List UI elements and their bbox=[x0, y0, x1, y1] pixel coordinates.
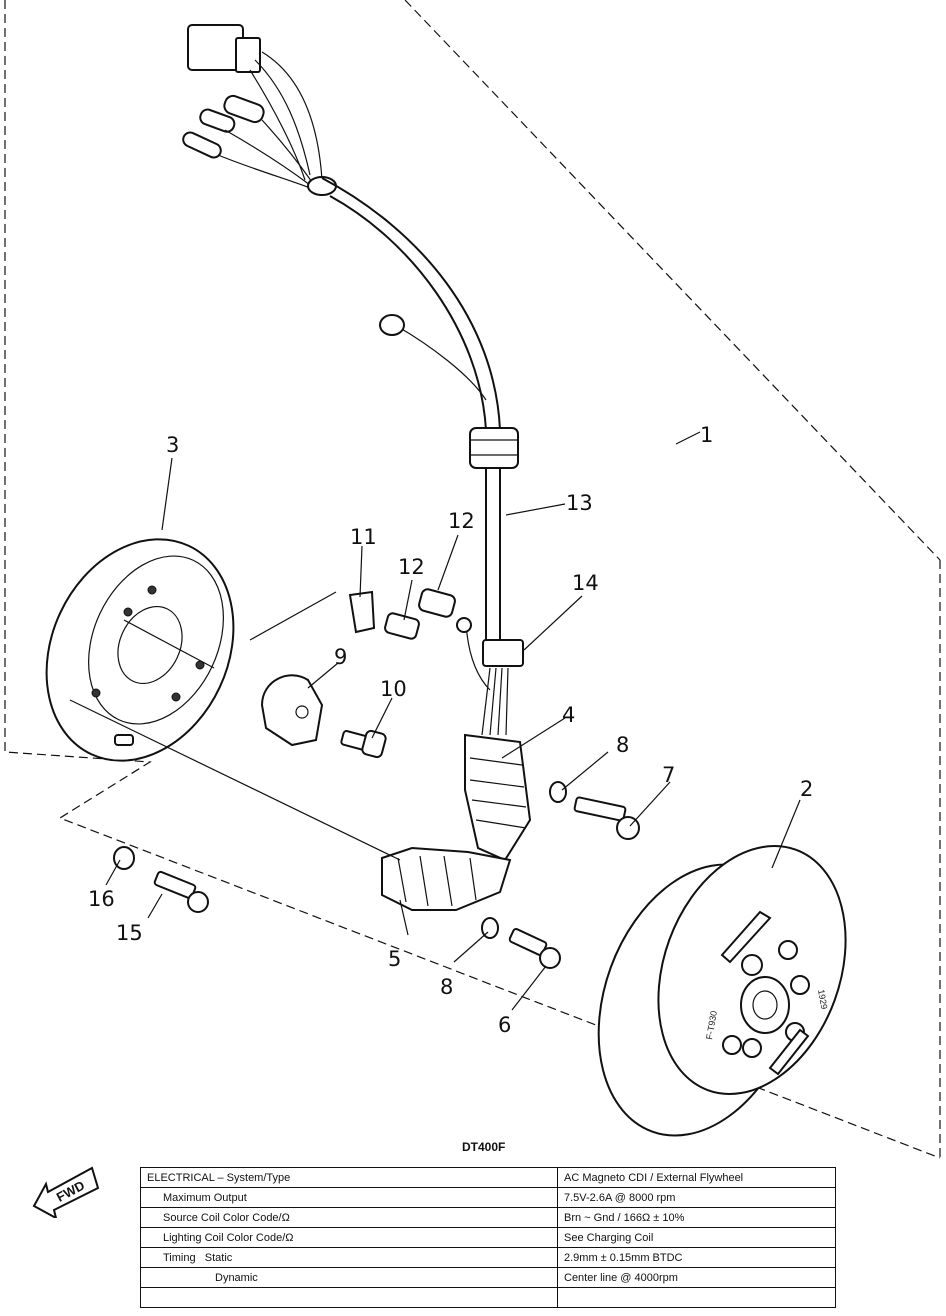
callout-16: 16 bbox=[88, 887, 115, 911]
spec-value: See Charging Coil bbox=[557, 1227, 836, 1248]
washer-16 bbox=[113, 846, 135, 870]
callout-1: 1 bbox=[700, 423, 713, 447]
spec-label: ELECTRICAL – System/Type bbox=[140, 1167, 558, 1188]
callout-4: 4 bbox=[562, 703, 575, 727]
model-code: DT400F bbox=[462, 1140, 506, 1154]
spec-value: 7.5V-2.6A @ 8000 rpm bbox=[557, 1187, 836, 1208]
screw-10 bbox=[340, 729, 387, 759]
spec-value: Brn ~ Gnd / 166Ω ± 10% bbox=[557, 1207, 836, 1228]
callout-12-left: 12 bbox=[398, 555, 425, 579]
table-row: Source Coil Color Code/Ω Brn ~ Gnd / 166… bbox=[140, 1207, 836, 1228]
callout-3: 3 bbox=[166, 433, 179, 457]
screw-15 bbox=[153, 870, 209, 913]
fwd-arrow-badge: FWD bbox=[32, 1166, 100, 1218]
spec-label: Timing Static bbox=[140, 1247, 558, 1268]
washer-8-top bbox=[549, 781, 567, 803]
table-row: ELECTRICAL – System/Type AC Magneto CDI … bbox=[140, 1167, 836, 1188]
source-coil-assembly bbox=[381, 733, 532, 911]
spec-label: Dynamic bbox=[140, 1267, 558, 1288]
callout-5: 5 bbox=[388, 947, 401, 971]
screw-6 bbox=[508, 928, 561, 969]
callout-12-right: 12 bbox=[448, 509, 475, 533]
flywheel: F-T930 1929 bbox=[597, 845, 847, 1137]
screw-7 bbox=[573, 796, 640, 840]
callout-2: 2 bbox=[800, 777, 813, 801]
callout-labels: 1 2 3 4 5 6 7 8 8 9 10 11 12 12 13 14 15… bbox=[88, 423, 813, 1037]
callout-15: 15 bbox=[116, 921, 143, 945]
spec-value: AC Magneto CDI / External Flywheel bbox=[557, 1167, 836, 1188]
table-row: Lighting Coil Color Code/Ω See Charging … bbox=[140, 1227, 836, 1248]
spec-label bbox=[140, 1287, 558, 1308]
bracket-11 bbox=[348, 590, 376, 634]
table-row bbox=[140, 1287, 836, 1308]
callout-8-top: 8 bbox=[616, 733, 629, 757]
electrical-spec-table: ELECTRICAL – System/Type AC Magneto CDI … bbox=[140, 1167, 836, 1308]
flywheel-mark-a: F-T930 bbox=[704, 1010, 719, 1040]
callout-9: 9 bbox=[334, 645, 347, 669]
leader-lines bbox=[69, 431, 801, 1011]
callout-10: 10 bbox=[380, 677, 407, 701]
spec-value: Center line @ 4000rpm bbox=[557, 1267, 836, 1288]
spec-label: Source Coil Color Code/Ω bbox=[140, 1207, 558, 1228]
table-row: Timing Static 2.9mm ± 0.15mm BTDC bbox=[140, 1247, 836, 1268]
flywheel-mark-b: 1929 bbox=[816, 989, 829, 1010]
stator-plate bbox=[45, 538, 235, 762]
pickup-coil bbox=[260, 674, 324, 747]
callout-13: 13 bbox=[566, 491, 593, 515]
callout-7: 7 bbox=[662, 763, 675, 787]
spec-label: Maximum Output bbox=[140, 1187, 558, 1208]
screw-12-left bbox=[384, 612, 420, 640]
callout-11: 11 bbox=[350, 525, 377, 549]
callout-8-bottom: 8 bbox=[440, 975, 453, 999]
spec-value bbox=[557, 1287, 836, 1308]
kit-boundary bbox=[4, 0, 941, 1159]
screw-12-right bbox=[418, 588, 456, 618]
table-row: Maximum Output 7.5V-2.6A @ 8000 rpm bbox=[140, 1187, 836, 1208]
callout-6: 6 bbox=[498, 1013, 511, 1037]
spec-label: Lighting Coil Color Code/Ω bbox=[140, 1227, 558, 1248]
spec-value: 2.9mm ± 0.15mm BTDC bbox=[557, 1247, 836, 1268]
callout-14: 14 bbox=[572, 571, 599, 595]
table-row: Dynamic Center line @ 4000rpm bbox=[140, 1267, 836, 1288]
wiring-harness bbox=[182, 24, 524, 736]
